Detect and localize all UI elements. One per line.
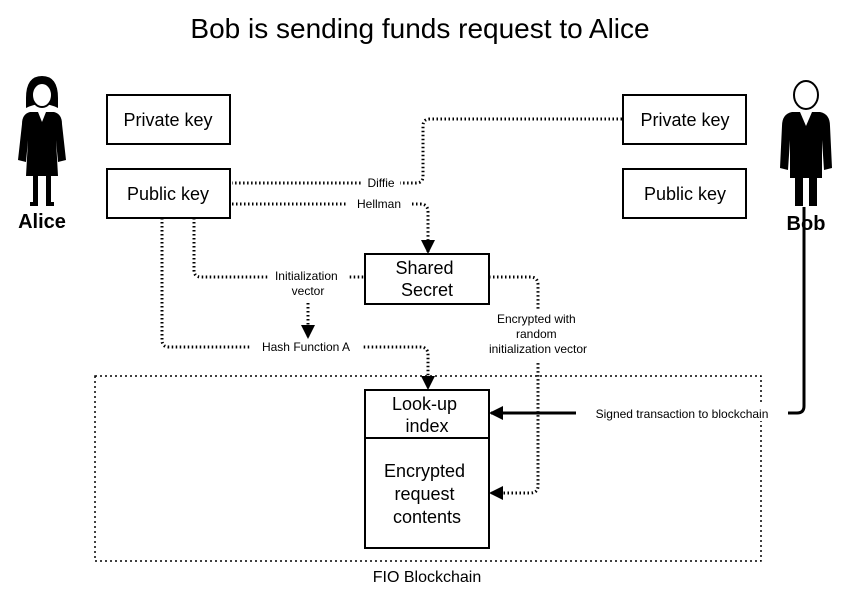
alice-figure-icon: [18, 76, 66, 206]
bob-public-key-box: Public key: [622, 168, 747, 219]
bob-private-key-box: Private key: [622, 94, 747, 145]
lookup-index-label: Look-up index: [392, 394, 462, 436]
alice-public-key-box: Public key: [106, 168, 231, 219]
init-vector-label: Initialization vector: [275, 269, 341, 298]
lookup-index-box: Look-up index: [364, 389, 490, 439]
encrypted-with-label: Encrypted with random initialization vec…: [489, 312, 587, 356]
init-vector-connector: [192, 218, 364, 279]
shared-secret-box: Shared Secret: [364, 253, 490, 305]
encrypted-connector: [489, 275, 540, 500]
alice-private-key-label: Private key: [123, 110, 212, 130]
diagram-title: Bob is sending funds request to Alice: [190, 13, 649, 44]
hellman-connector: [232, 202, 435, 254]
bob-figure-icon: [780, 80, 832, 206]
encrypted-contents-label: Encrypted request contents: [384, 461, 470, 527]
bob-name: Bob: [787, 213, 826, 235]
diffie-connector: [232, 117, 622, 185]
alice-private-key-box: Private key: [106, 94, 231, 145]
alice-public-key-label: Public key: [127, 184, 209, 204]
blockchain-label: FIO Blockchain: [373, 569, 481, 586]
signed-tx-connector: [489, 207, 806, 420]
alice-name: Alice: [18, 211, 66, 233]
hash-function-connector: [160, 218, 435, 390]
hellman-label: Hellman: [357, 197, 401, 211]
signed-tx-label: Signed transaction to blockchain: [596, 407, 769, 421]
diffie-label: Diffie: [367, 176, 394, 190]
shared-secret-label: Shared Secret: [395, 258, 458, 300]
bob-private-key-label: Private key: [640, 110, 729, 130]
encrypted-contents-box: Encrypted request contents: [364, 437, 490, 549]
hash-function-label: Hash Function A: [262, 340, 350, 354]
bob-public-key-label: Public key: [644, 184, 726, 204]
